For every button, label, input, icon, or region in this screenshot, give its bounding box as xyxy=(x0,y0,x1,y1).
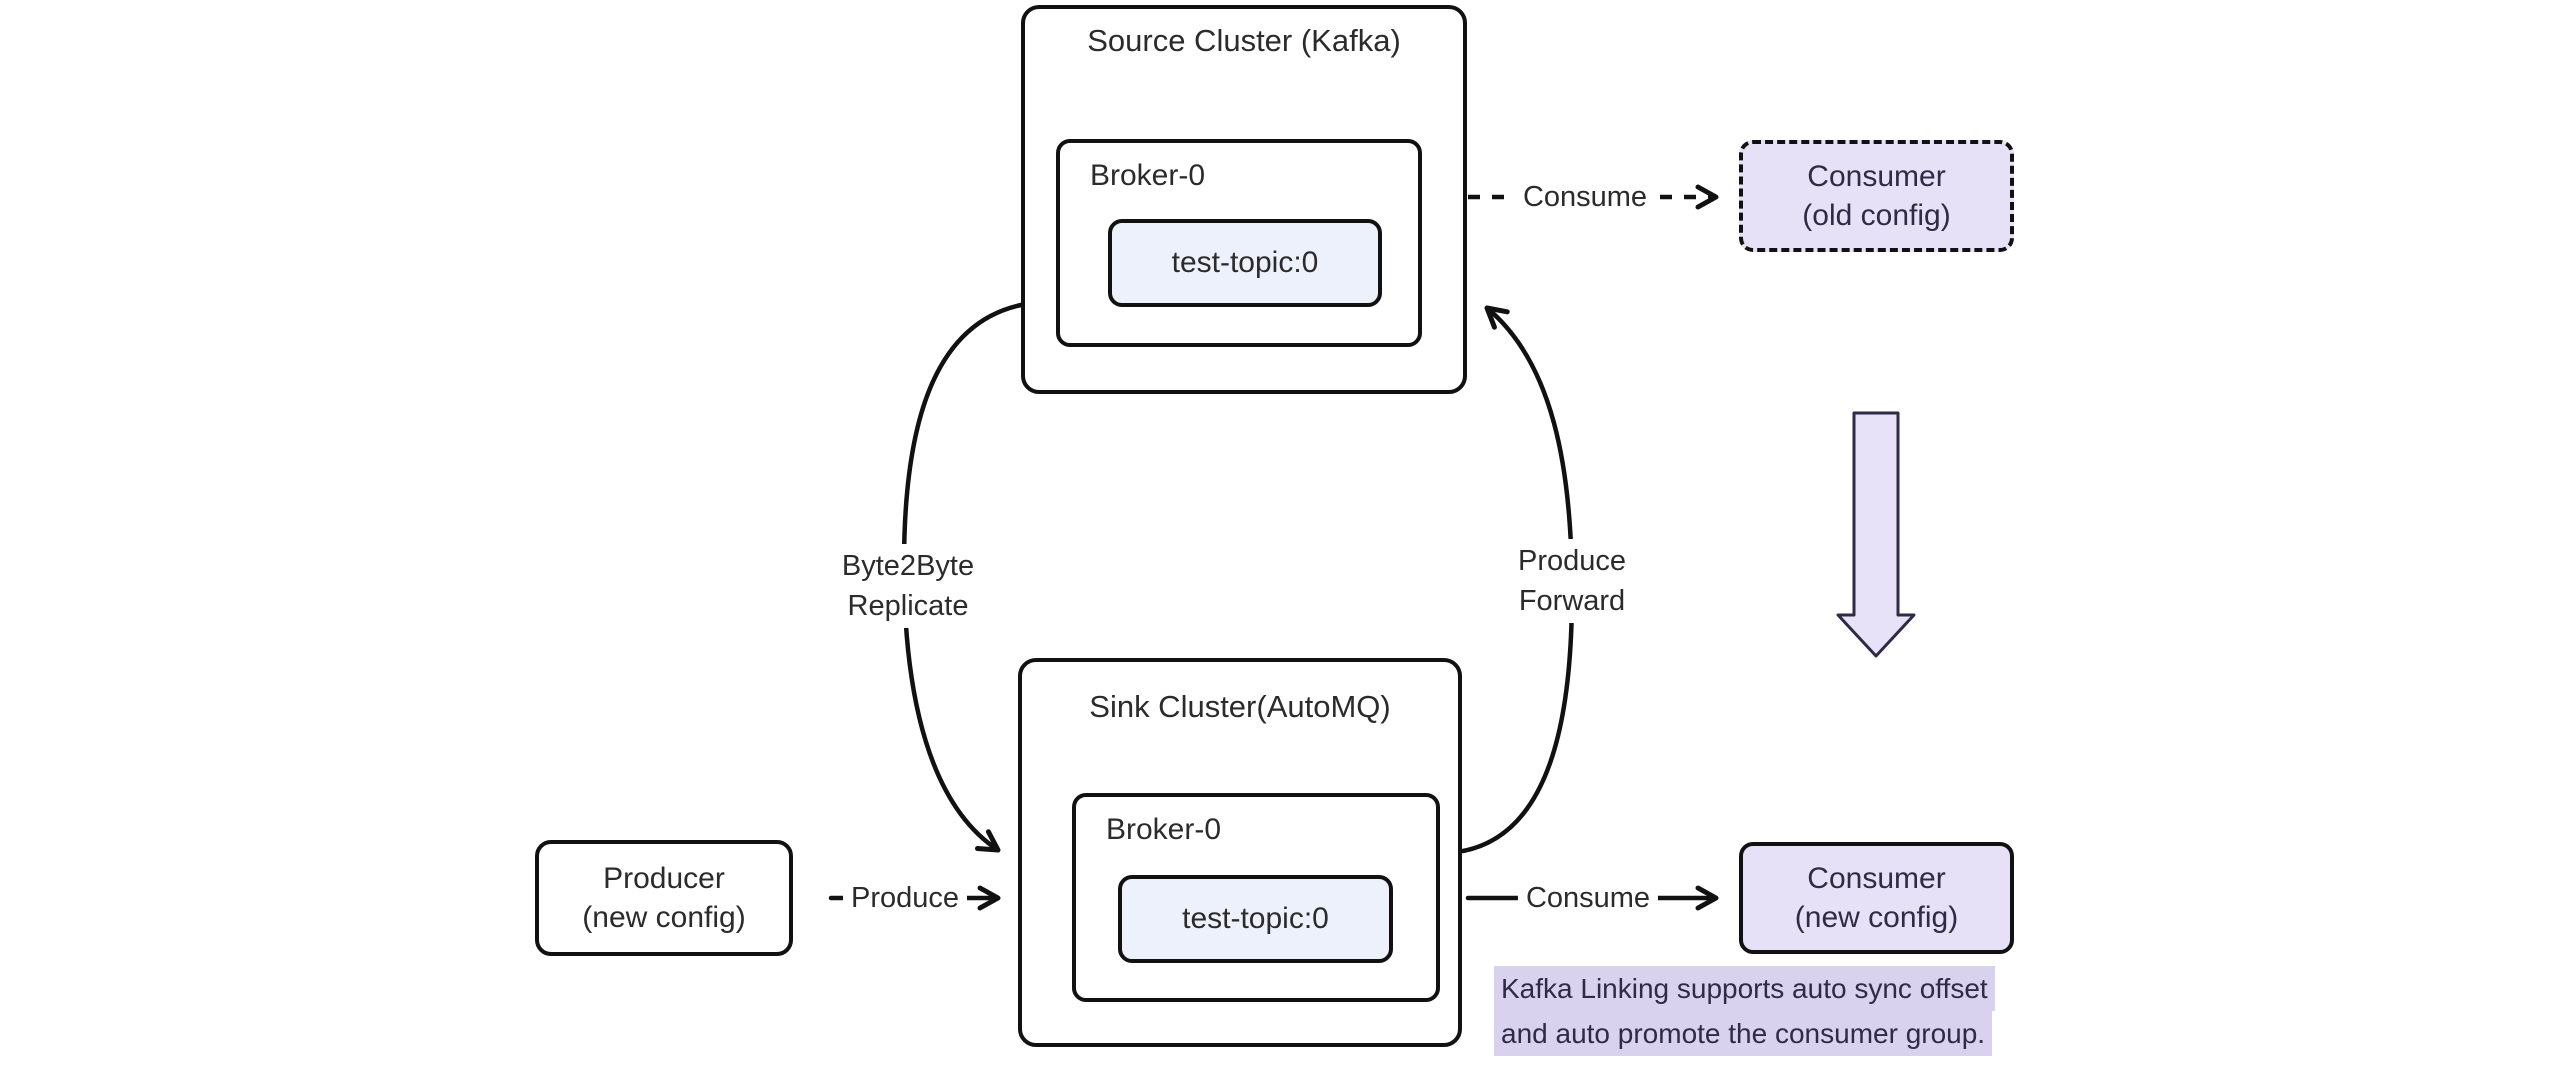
replicate-label-line2: Replicate xyxy=(847,590,969,622)
replicate-label: Byte2Byte Replicate xyxy=(833,544,983,628)
forward-label-line2: Forward xyxy=(1518,585,1626,617)
forward-label: Produce Forward xyxy=(1509,539,1635,623)
forward-label-line1: Produce xyxy=(1517,545,1627,577)
source-topic-box: test-topic:0 xyxy=(1108,219,1382,307)
source-cluster-title: Source Cluster (Kafka) xyxy=(1087,23,1401,58)
producer-line2: (new config) xyxy=(582,901,746,934)
sink-broker-title: Broker-0 xyxy=(1106,813,1222,846)
transition-down-arrow xyxy=(1836,411,1916,658)
note-line2: and auto promote the consumer group. xyxy=(1494,1011,1993,1056)
produce-label: Produce xyxy=(842,876,968,920)
consumer-old-box: Consumer (old config) xyxy=(1739,140,2014,252)
sink-topic-box: test-topic:0 xyxy=(1118,875,1393,963)
producer-line1: Producer xyxy=(603,862,725,895)
consumer-old-line2: (old config) xyxy=(1802,199,1951,232)
consumer-new-line1: Consumer xyxy=(1807,862,1946,895)
consumer-new-box: Consumer (new config) xyxy=(1739,842,2014,954)
replicate-label-line1: Byte2Byte xyxy=(841,550,975,582)
consume-new-label: Consume xyxy=(1517,876,1659,920)
producer-box: Producer (new config) xyxy=(535,840,793,956)
sink-cluster-title: Sink Cluster(AutoMQ) xyxy=(1089,689,1391,724)
consume-old-label: Consume xyxy=(1514,175,1656,219)
consumer-new-line2: (new config) xyxy=(1794,901,1959,934)
consumer-old-line1: Consumer xyxy=(1807,160,1946,193)
note-line1: Kafka Linking supports auto sync offset xyxy=(1494,966,1995,1011)
note: Kafka Linking supports auto sync offset … xyxy=(1494,966,1995,1056)
source-broker-title: Broker-0 xyxy=(1090,159,1206,192)
